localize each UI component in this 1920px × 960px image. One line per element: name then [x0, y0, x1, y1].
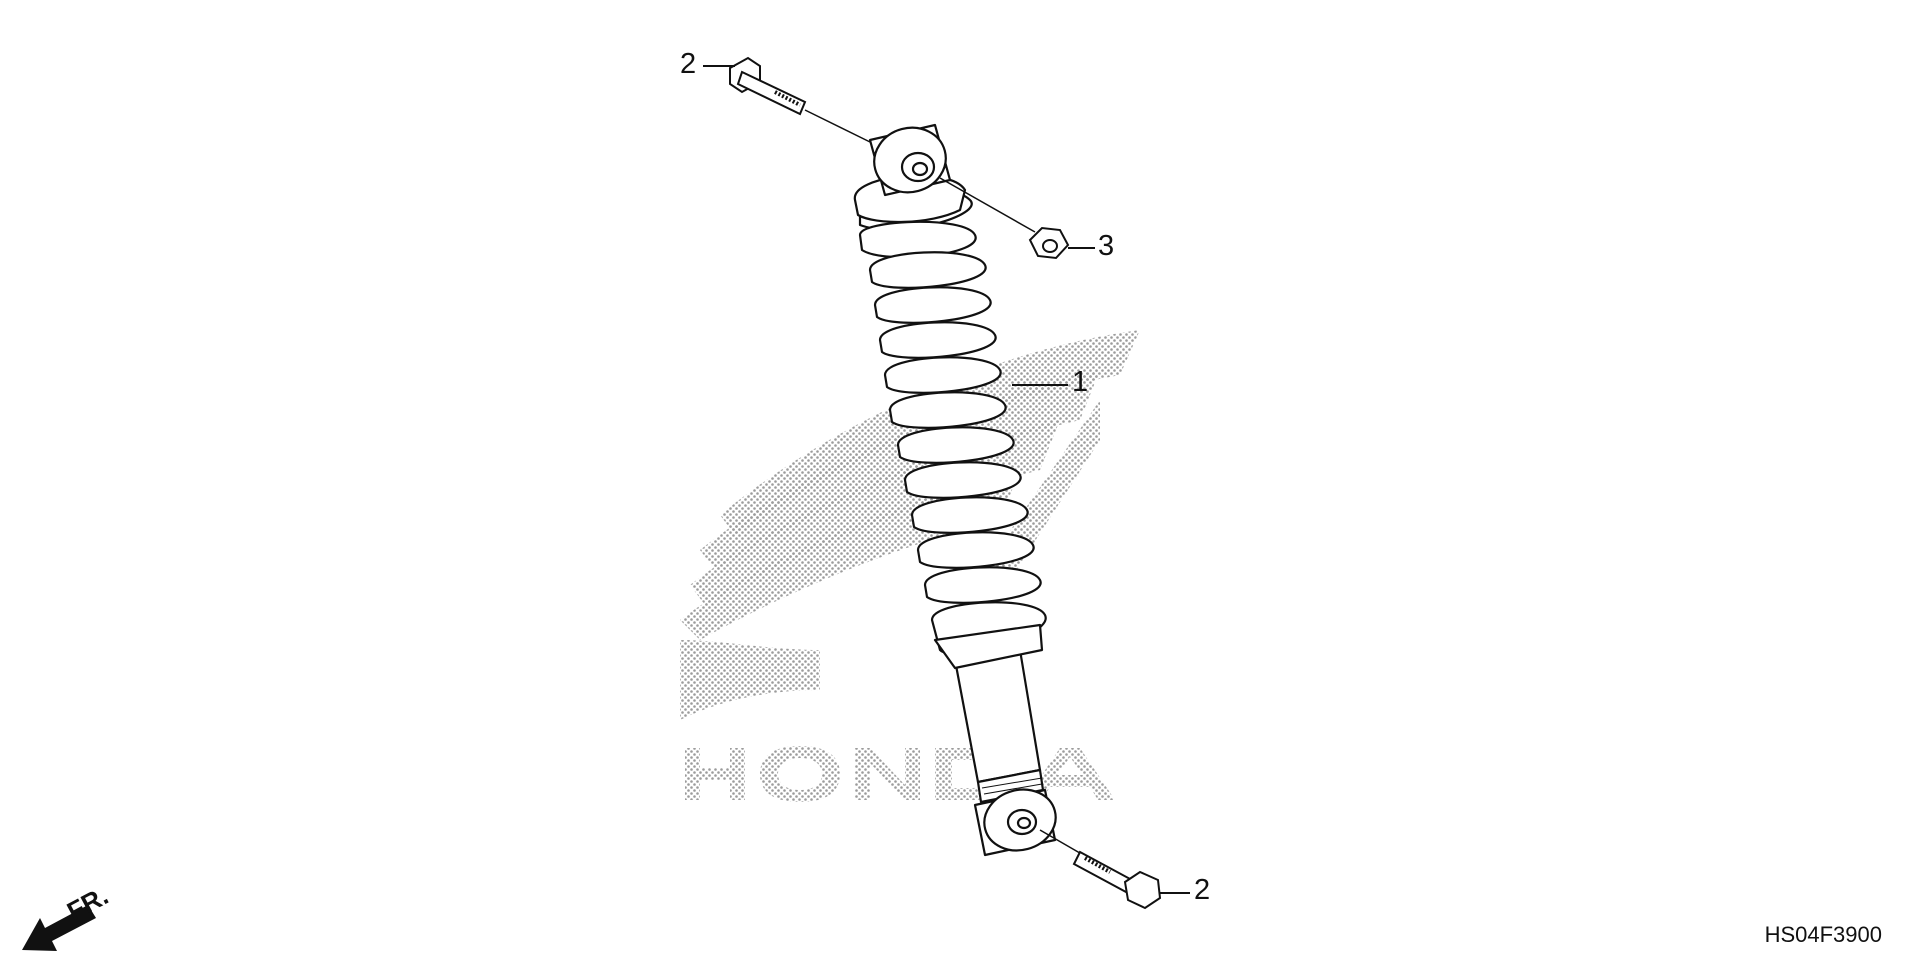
flange-nut: [939, 177, 1070, 260]
callout-2-bottom: 2: [1194, 874, 1211, 906]
callout-2-top: 2: [680, 48, 697, 80]
honda-wordmark-watermark: [685, 746, 1115, 802]
front-direction-arrow-icon: [22, 905, 96, 951]
upper-flange-bolt: [729, 56, 871, 143]
callout-3: 3: [1098, 230, 1115, 262]
callout-leaders: [703, 65, 1190, 894]
lower-flange-bolt: [1039, 829, 1162, 910]
figure-code: HS04F3900: [1764, 922, 1882, 947]
shock-absorber: [853, 123, 1057, 857]
callout-1: 1: [1072, 366, 1089, 398]
